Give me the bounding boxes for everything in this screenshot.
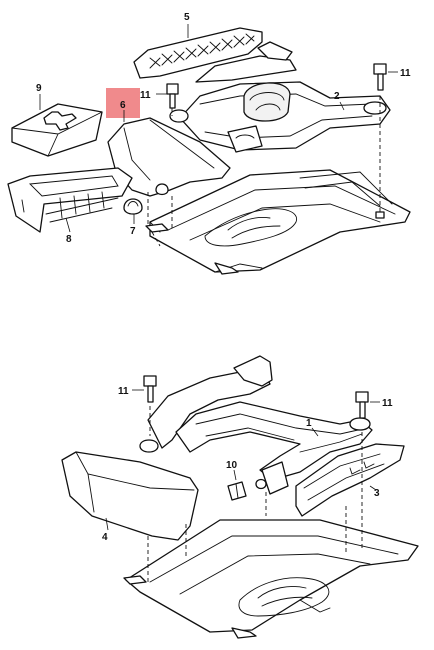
top-assembly [7, 24, 411, 275]
label-9: 9 [36, 83, 42, 94]
bottom-floor-pan [123, 519, 419, 639]
label-8: 8 [66, 234, 72, 245]
label-3: 3 [374, 488, 380, 499]
label-7: 7 [130, 226, 136, 237]
bottom-assembly [61, 355, 419, 639]
bolt-top-left [166, 83, 179, 116]
label-1: 1 [306, 418, 312, 429]
clip-10 [227, 481, 247, 501]
label-5: 5 [184, 12, 190, 23]
label-4: 4 [102, 532, 108, 543]
trim-panel-6 [107, 117, 231, 197]
storage-drawer-8 [7, 167, 133, 233]
label-11-bottom-left: 11 [118, 386, 129, 397]
part-labels: 5 9 6 11 11 2 7 8 11 11 1 10 3 4 [36, 12, 411, 543]
cover-grill-5 [133, 27, 263, 79]
label-11-top-left: 11 [140, 90, 151, 101]
highlight-box-6 [106, 88, 140, 118]
seat-frame-bottom [139, 355, 373, 495]
side-cover-3 [295, 443, 405, 517]
front-cover-4 [61, 451, 199, 541]
first-aid-kit-9 [11, 103, 103, 157]
label-6: 6 [120, 100, 126, 111]
label-10: 10 [226, 460, 238, 471]
bolt-bottom-right [355, 391, 369, 548]
label-11-top-right: 11 [400, 68, 411, 79]
top-floor-pan [145, 169, 411, 275]
label-2: 2 [334, 91, 340, 102]
seat-frame-top [169, 41, 391, 153]
cap-7 [123, 198, 143, 215]
bolt-top-right [373, 63, 387, 219]
label-11-bottom-right: 11 [382, 398, 393, 409]
bolt-bottom-left [143, 375, 157, 436]
